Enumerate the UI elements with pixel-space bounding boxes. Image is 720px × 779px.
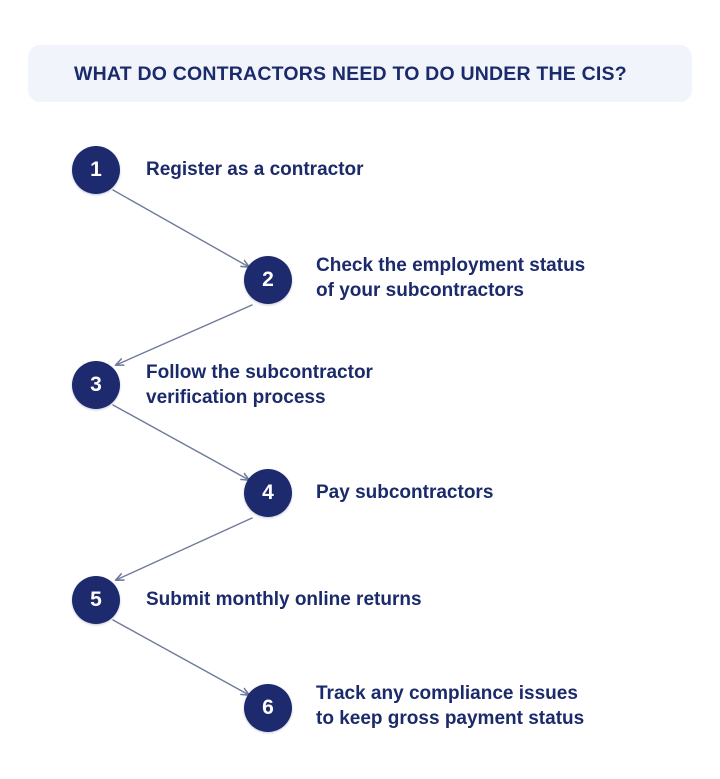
step-label-2: Check the employment status of your subc… <box>316 255 586 301</box>
connector-1-2 <box>112 189 249 267</box>
step-badge-4[interactable]: 4 <box>244 469 292 517</box>
step-label-6: Track any compliance issues to keep gros… <box>316 683 585 729</box>
step-label-5: Submit monthly online returns <box>146 589 422 610</box>
connector-5-6 <box>112 619 249 695</box>
step-label-4: Pay subcontractors <box>316 482 494 503</box>
header-banner <box>28 45 692 102</box>
connector-3-4 <box>112 404 249 480</box>
step-badge-6[interactable]: 6 <box>244 684 292 732</box>
step-label-1: Register as a contractor <box>146 159 364 180</box>
step-badge-1[interactable]: 1 <box>72 146 120 194</box>
step-badge-5[interactable]: 5 <box>72 576 120 624</box>
connector-2-3 <box>116 304 253 365</box>
step-badge-3[interactable]: 3 <box>72 361 120 409</box>
step-badge-2[interactable]: 2 <box>244 256 292 304</box>
step-label-3: Follow the subcontractor verification pr… <box>146 362 373 408</box>
connector-4-5 <box>116 517 253 580</box>
page-title: WHAT DO CONTRACTORS NEED TO DO UNDER THE… <box>74 63 627 85</box>
